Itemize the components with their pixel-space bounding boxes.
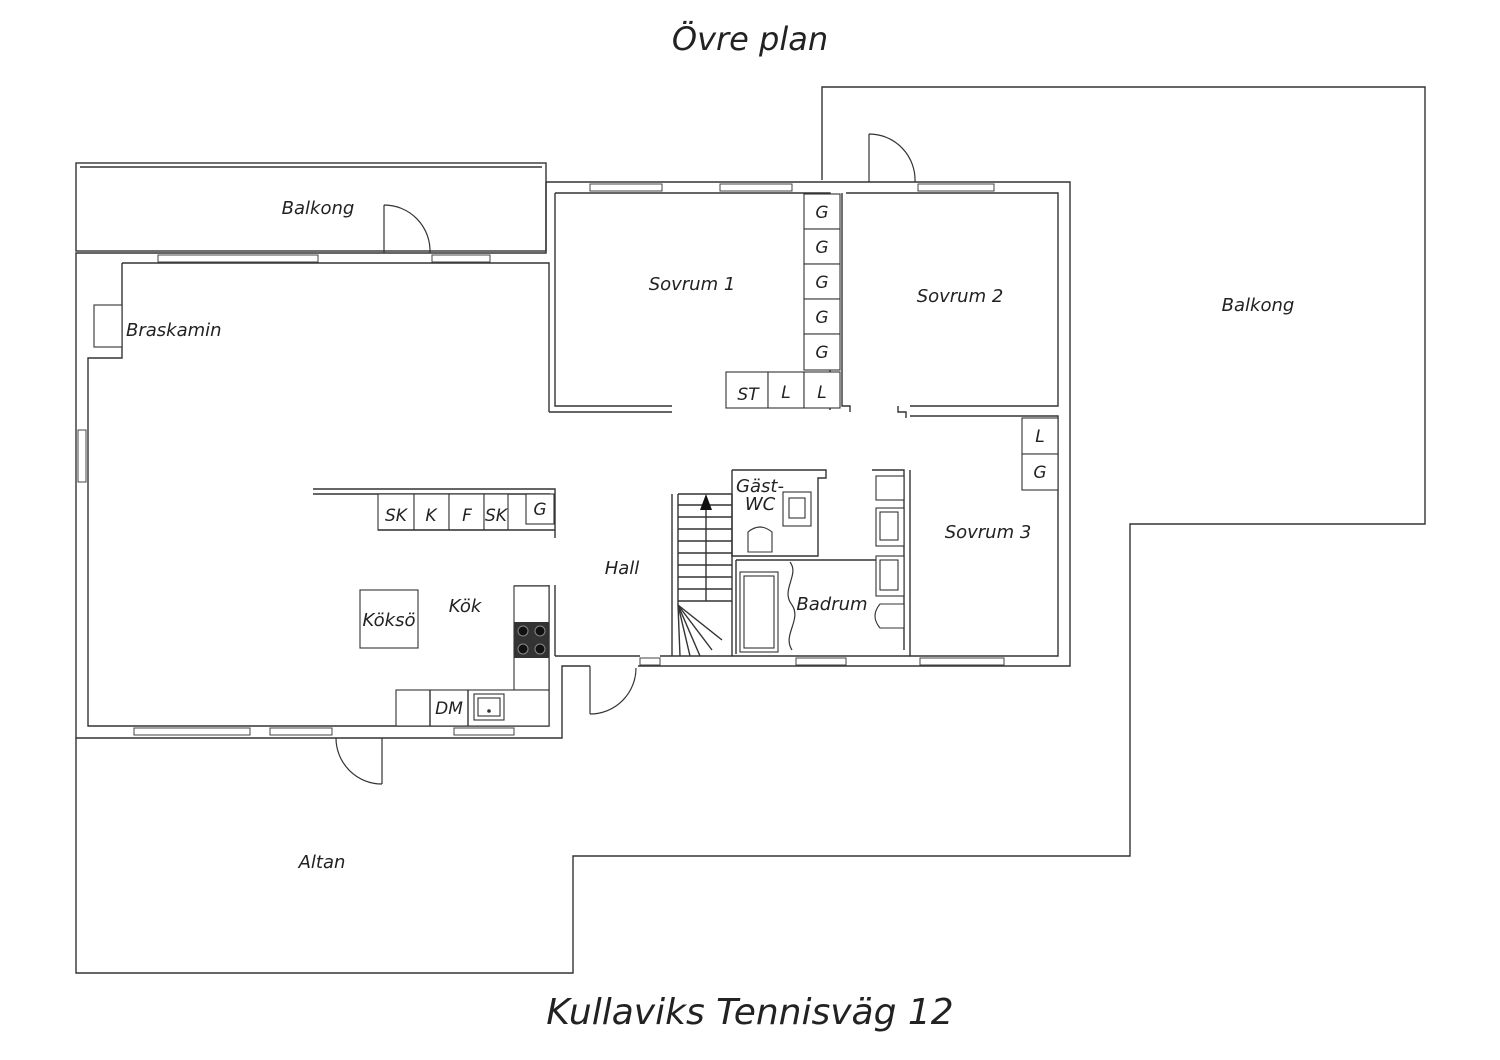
wardrobe-label: G	[815, 343, 828, 363]
room-label-koksoe: Köksö	[363, 610, 416, 631]
st-label: ST	[737, 385, 760, 405]
room-label-sovrum2: Sovrum 2	[917, 286, 1004, 307]
kitchen-counter-upper: SK K F SK G	[313, 488, 556, 538]
shower-curtain	[787, 561, 796, 651]
exterior-walls	[75, 181, 1071, 739]
window	[919, 657, 1005, 666]
wardrobe-label: G	[815, 203, 828, 223]
window	[431, 254, 491, 263]
wardrobe-label: G	[1033, 463, 1046, 483]
door-balcony-left	[383, 204, 431, 254]
window	[133, 727, 251, 736]
room-label-sovrum1: Sovrum 1	[649, 274, 736, 295]
room-label-badrum: Badrum	[796, 594, 867, 615]
room-label-gastwc: Gäst-	[736, 476, 784, 497]
sk-label: SK	[385, 506, 409, 526]
address-title: Kullaviks Tennisväg 12	[546, 992, 954, 1033]
window	[719, 183, 793, 192]
room-label-altan: Altan	[298, 852, 346, 873]
room-label-gastwc: WC	[745, 494, 776, 515]
guest-wc-fixtures	[747, 491, 812, 553]
arrow-up-icon	[700, 494, 712, 510]
wardrobes-sovrum3: L G	[1021, 417, 1059, 491]
toilet-icon	[874, 603, 905, 629]
wardrobe-label: G	[815, 238, 828, 258]
sk-label: SK	[485, 506, 509, 526]
f-label: F	[462, 506, 472, 526]
wardrobe-label: G	[815, 273, 828, 293]
toilet-icon	[747, 526, 773, 553]
wardrobe-label: G	[533, 500, 546, 520]
kitchen-counter-lower: DM	[395, 585, 550, 727]
room-labels: Balkong Balkong Braskamin Sovrum 1 Sovru…	[126, 198, 1294, 873]
l-label: L	[1035, 427, 1044, 447]
doors	[335, 133, 916, 785]
room-label-braskamin: Braskamin	[126, 320, 222, 341]
fireplace-icon	[93, 304, 123, 348]
room-label-balkong: Balkong	[282, 198, 355, 219]
window	[639, 657, 661, 666]
interior-walls	[549, 193, 910, 657]
room-label-kok: Kök	[449, 596, 483, 617]
plan-title: Övre plan	[671, 20, 829, 58]
kitchen-island	[359, 589, 419, 649]
window	[157, 254, 319, 263]
window	[917, 183, 995, 192]
window	[795, 657, 847, 666]
door-entrance	[589, 666, 637, 715]
k-label: K	[425, 506, 438, 526]
dm-label: DM	[435, 699, 463, 719]
door-altan	[335, 737, 383, 785]
windows	[77, 183, 1005, 736]
window	[453, 727, 515, 736]
window	[77, 429, 87, 483]
door-balcony-right	[868, 133, 916, 183]
room-label-hall: Hall	[605, 558, 640, 579]
staircase	[671, 493, 733, 657]
l-label: L	[817, 383, 826, 403]
l-label: L	[781, 383, 790, 403]
room-label-balkong: Balkong	[1222, 295, 1295, 316]
room-label-sovrum3: Sovrum 3	[945, 522, 1032, 543]
window	[589, 183, 663, 192]
bathroom-fixtures	[739, 475, 905, 653]
wardrobes-sovrum1: G G G G G ST L L	[725, 193, 841, 409]
wardrobe-label: G	[815, 308, 828, 328]
window	[269, 727, 333, 736]
